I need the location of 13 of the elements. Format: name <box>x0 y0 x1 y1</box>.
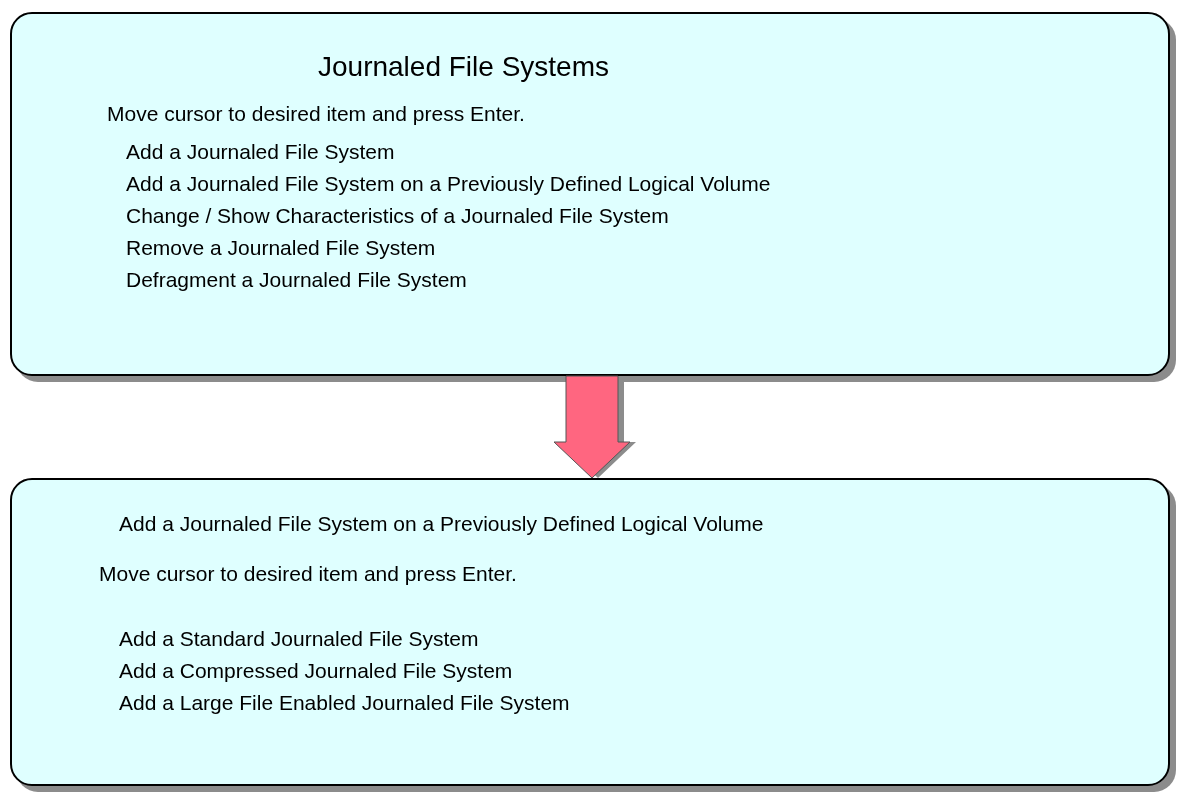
menu-title: Journaled File Systems <box>318 51 609 82</box>
instruction-text: Move cursor to desired item and press Enter. <box>99 561 517 585</box>
block-arrow <box>553 375 636 479</box>
menu-item: Add a Large File Enabled Journaled File System <box>119 691 570 714</box>
menu-item: Add a Journaled File System <box>126 139 395 163</box>
menu-item: Change / Show Characteristics of a Journaled File System <box>126 203 669 227</box>
menu-item: Add a Journaled File System on a Previously Defined Logical Volume <box>126 171 771 195</box>
menu-item: Add a Compressed Journaled File System <box>119 659 513 682</box>
menu-title: Add a Journaled File System on a Previously Defined Logical Volume <box>119 512 764 535</box>
menu-item: Remove a Journaled File System <box>126 235 436 259</box>
menu-item: Add a Standard Journaled File System <box>119 627 479 650</box>
menu-item: Defragment a Journaled File System <box>126 267 467 291</box>
instruction-text: Move cursor to desired item and press Enter. <box>107 102 525 125</box>
